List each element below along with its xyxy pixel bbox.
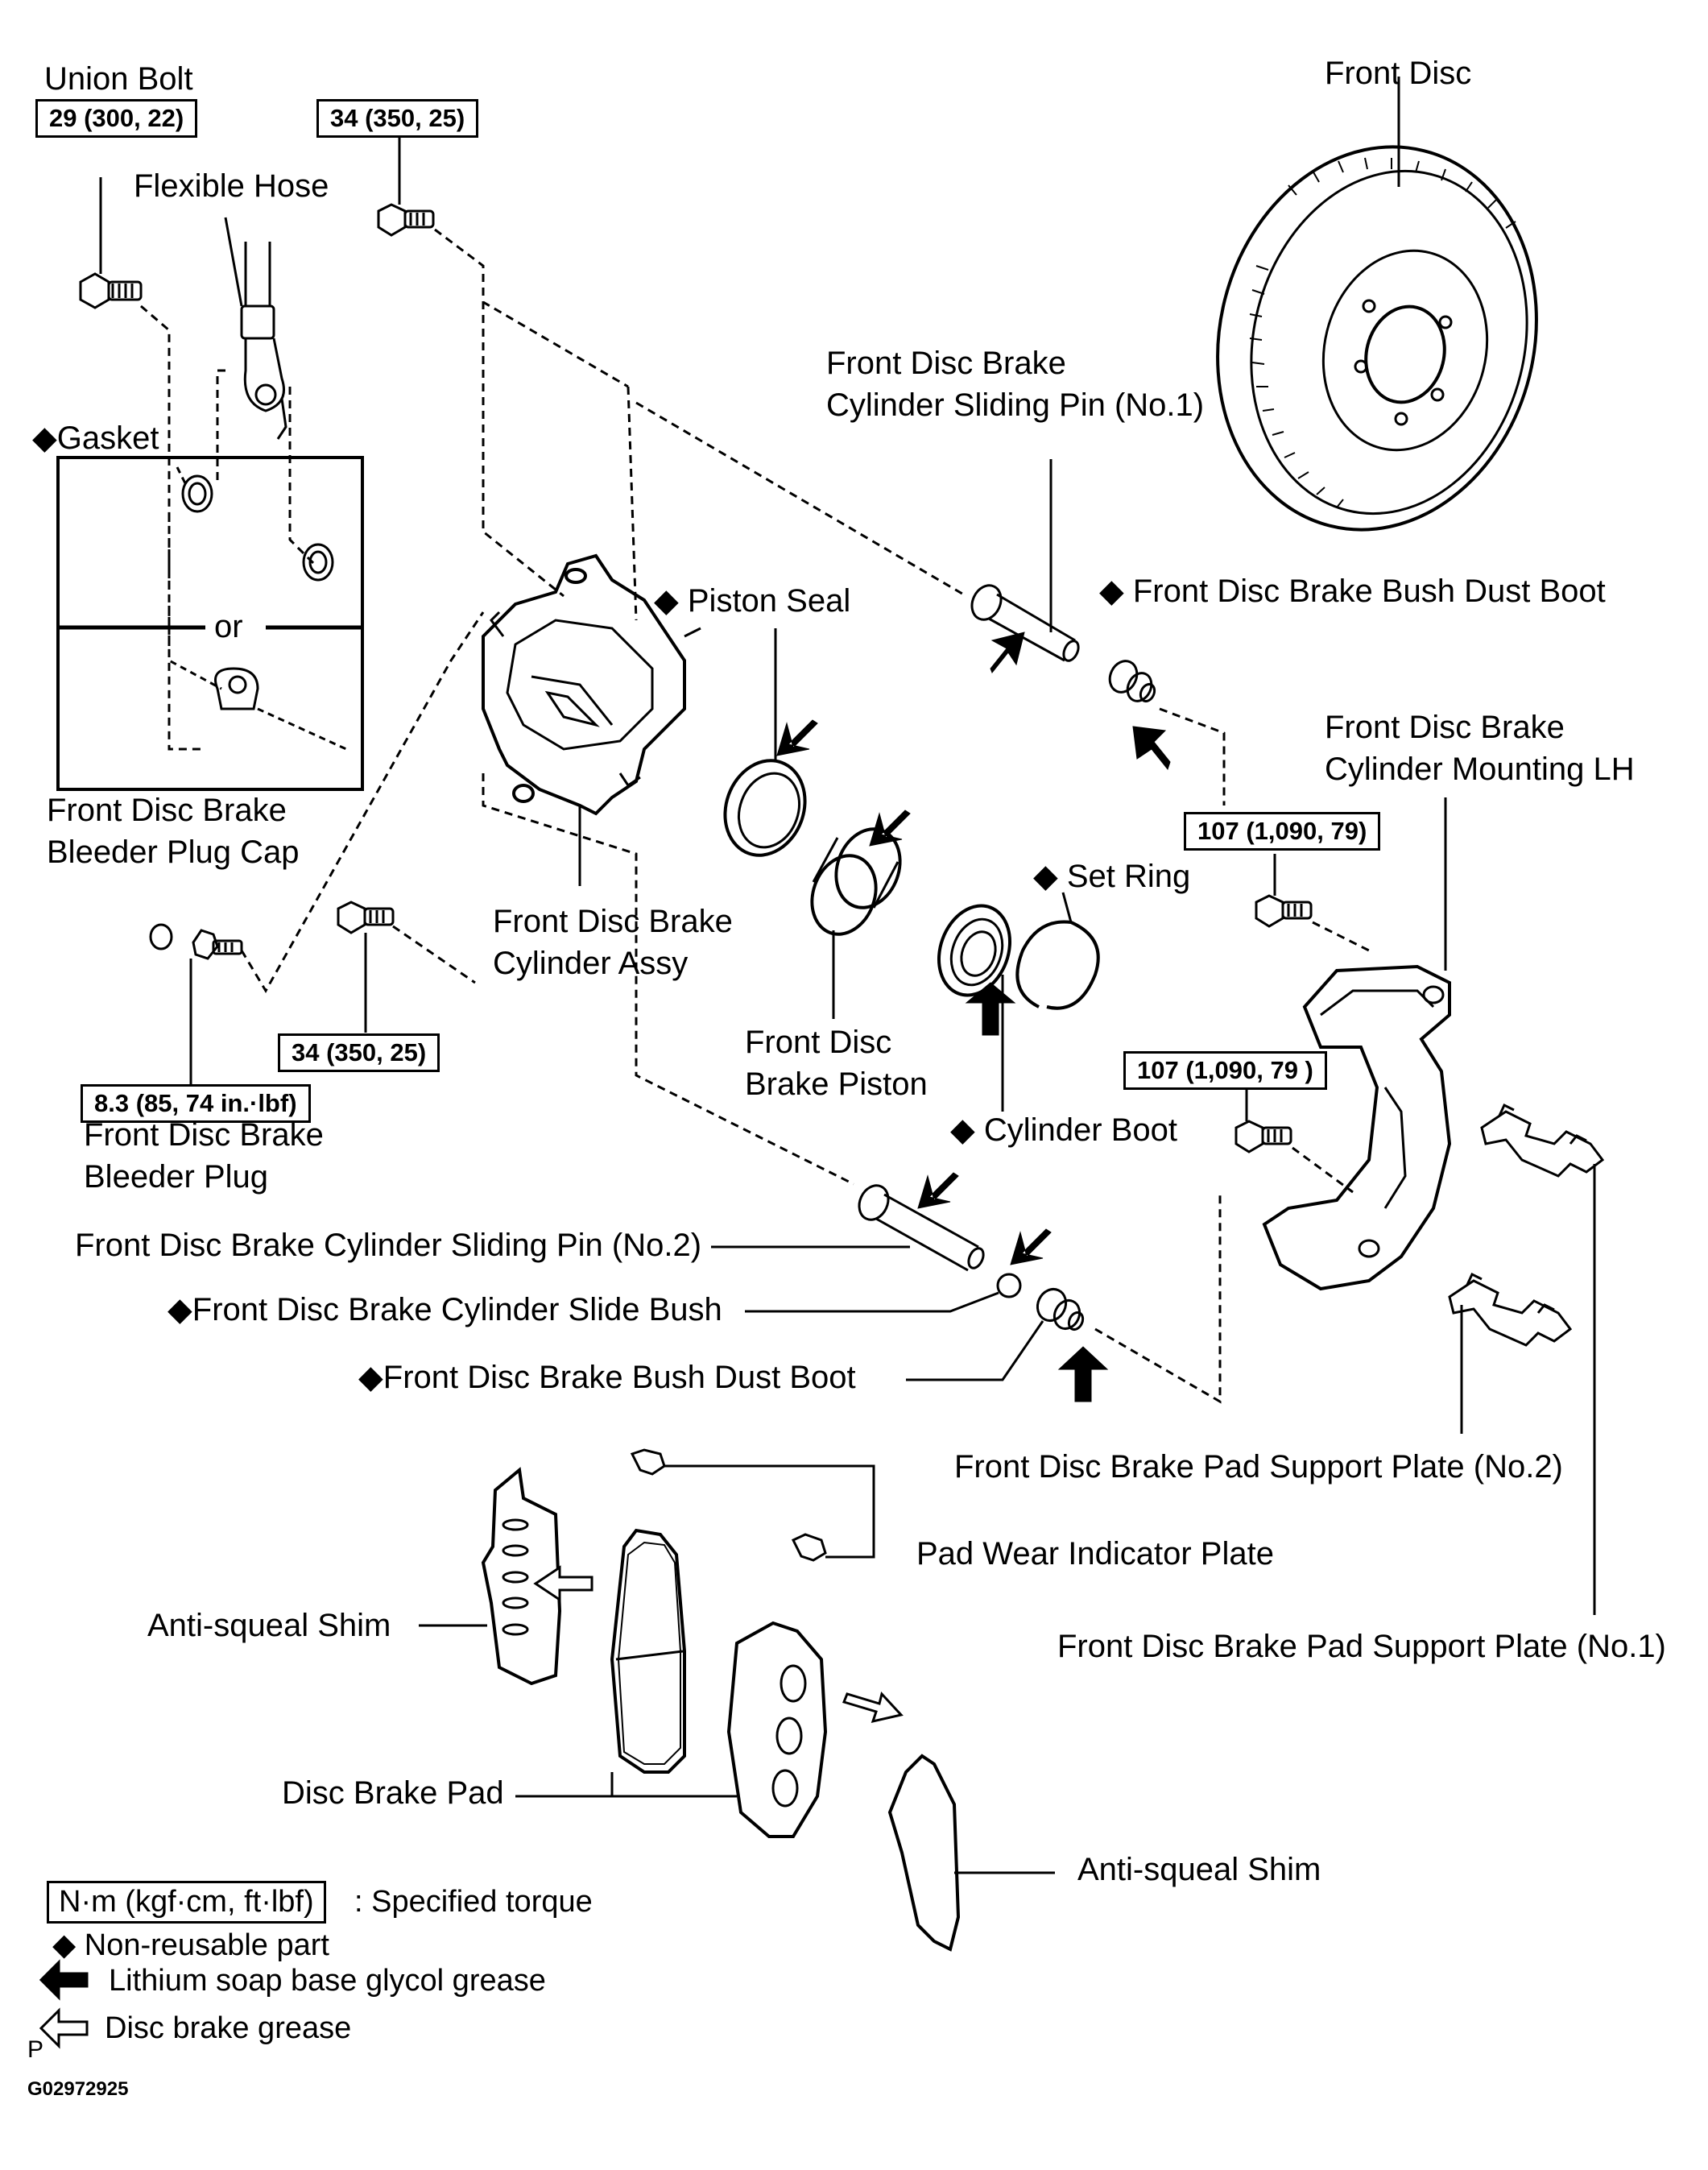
label-or: or <box>214 609 243 644</box>
sliding-pin-no1-part <box>970 459 1080 662</box>
lithium-grease-arrows <box>776 632 1171 1402</box>
legend-icons <box>39 1959 89 2049</box>
guide-dashes-b <box>635 401 967 598</box>
piston-seal-part <box>723 628 807 857</box>
label-set-ring: ◆ Set Ring <box>1033 859 1191 894</box>
disc-brake-pad-outer-part <box>515 1621 828 1838</box>
pad-wear-indicator-part <box>630 1448 875 1562</box>
bolt-mounting-upper <box>1255 854 1370 952</box>
disc-brake-pad-inner-part <box>610 1528 686 1774</box>
torque-union-bolt: 29 (300, 22) <box>35 99 198 138</box>
cylinder-assy-body <box>482 553 701 886</box>
cylinder-mounting-part <box>1262 797 1452 1291</box>
label-bleeder-plug: Front Disc Brake Bleeder Plug <box>84 1117 324 1195</box>
torque-mounting-lower: 107 (1,090, 79 ) <box>1123 1051 1327 1090</box>
bush-dust-boot-top-part <box>1108 660 1226 805</box>
label-union-bolt: Union Bolt <box>44 61 193 97</box>
slide-bush-part <box>745 1273 1022 1313</box>
union-bolt-part <box>79 177 201 751</box>
torque-bleeder-plug: 8.3 (85, 74 in.·lbf) <box>81 1084 311 1123</box>
torque-cylinder-bolt-upper: 34 (350, 25) <box>316 99 479 138</box>
legend-disc-brake-grease: Disc brake grease <box>105 2011 352 2045</box>
label-bleeder-plug-cap: Front Disc Brake Bleeder Plug Cap <box>47 793 300 870</box>
label-bush-dust-boot-top: ◆ Front Disc Brake Bush Dust Boot <box>1099 574 1606 609</box>
label-disc-brake-pad: Disc Brake Pad <box>282 1775 504 1811</box>
piston-part <box>810 827 902 1019</box>
label-anti-squeal-shim-left: Anti-squeal Shim <box>147 1608 391 1643</box>
disc-brake-grease-arrows <box>533 1565 904 1724</box>
cylinder-boot-part <box>937 904 1012 1112</box>
label-front-disc: Front Disc <box>1325 56 1472 91</box>
p-mark: P <box>27 2036 44 2063</box>
legend-lithium-grease: Lithium soap base glycol grease <box>109 1964 546 1998</box>
legend-torque-desc: : Specified torque <box>354 1885 593 1919</box>
label-flexible-hose: Flexible Hose <box>134 168 329 204</box>
gasket-box <box>56 456 364 791</box>
bolt-mounting-lower <box>1234 1087 1354 1194</box>
torque-cylinder-bolt-lower: 34 (350, 25) <box>278 1033 440 1072</box>
bolt-cylinder-lower <box>337 901 476 1033</box>
guide-dashes-c <box>482 773 854 1186</box>
label-piston-seal: ◆ Piston Seal <box>654 583 851 619</box>
label-sliding-pin-no2: Front Disc Brake Cylinder Sliding Pin (N… <box>75 1228 702 1263</box>
sliding-pin-no2-part <box>711 1184 985 1272</box>
label-bush-dust-boot-bottom: ◆Front Disc Brake Bush Dust Boot <box>358 1360 856 1395</box>
flexible-hose-part <box>216 217 316 565</box>
label-slide-bush: ◆Front Disc Brake Cylinder Slide Bush <box>167 1292 722 1327</box>
label-gasket: ◆Gasket <box>32 420 159 456</box>
label-anti-squeal-shim-right: Anti-squeal Shim <box>1077 1852 1321 1887</box>
front-disc-rotor <box>1216 77 1538 532</box>
legend-torque-unit-box: N·m (kgf·cm, ft·lbf) <box>47 1881 326 1924</box>
torque-mounting-upper: 107 (1,090, 79) <box>1184 812 1381 851</box>
label-pad-wear-indicator: Pad Wear Indicator Plate <box>916 1536 1274 1572</box>
set-ring-part <box>1015 892 1100 1010</box>
bleeder-parts <box>149 611 485 1087</box>
pad-support-plate-no2-part <box>1448 1272 1573 1434</box>
label-cylinder-mounting: Front Disc Brake Cylinder Mounting LH <box>1325 710 1635 787</box>
figure-code: G02972925 <box>27 2078 129 2100</box>
label-piston: Front Disc Brake Piston <box>745 1025 928 1102</box>
label-cylinder-boot: ◆ Cylinder Boot <box>950 1112 1177 1148</box>
bolt-cylinder-upper <box>377 137 565 598</box>
pad-support-plate-no1-part <box>1480 1103 1605 1615</box>
anti-squeal-shim-left-part <box>419 1467 562 1686</box>
bush-dust-boot-bottom-part <box>906 1192 1222 1404</box>
legend-non-reusable: ◆ Non-reusable part <box>52 1928 329 1962</box>
label-sliding-pin-no1: Front Disc Brake Cylinder Sliding Pin (N… <box>826 346 1205 423</box>
label-cylinder-assy: Front Disc Brake Cylinder Assy <box>493 904 733 981</box>
label-pad-support-plate-no1: Front Disc Brake Pad Support Plate (No.1… <box>1057 1629 1666 1664</box>
anti-squeal-shim-right-part <box>887 1754 1055 1952</box>
label-pad-support-plate-no2: Front Disc Brake Pad Support Plate (No.2… <box>954 1449 1563 1485</box>
guide-dashes-a <box>482 274 638 621</box>
